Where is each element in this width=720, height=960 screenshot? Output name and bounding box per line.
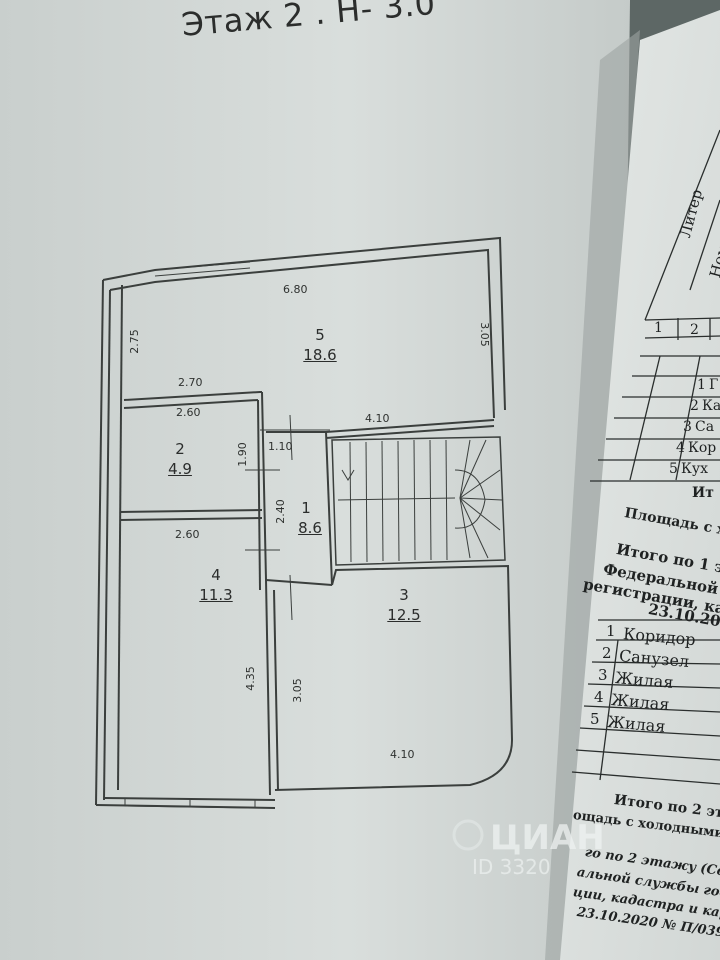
watermark-brand: ЦИАН [490, 818, 605, 858]
dim-r4-height: 4.35 [243, 666, 257, 691]
t2-row-4-num: 4 [594, 688, 604, 706]
t1-row-1-num: 1 [697, 377, 706, 393]
header-col-2: 2 [690, 322, 699, 338]
t1-row-3-num: 3 [683, 419, 692, 435]
t1-row-2-num: 2 [690, 398, 699, 414]
t2-row-2-num: 2 [602, 644, 612, 662]
dim-r5-bottom-left: 2.70 [178, 376, 203, 389]
dim-r2-height: 1.90 [235, 442, 249, 467]
t2-row-1-num: 1 [606, 622, 616, 640]
t1-row-3-text: Са [695, 419, 715, 435]
room-2-number: 2 [175, 440, 185, 458]
room-3-number: 3 [399, 586, 409, 604]
staircase [337, 439, 503, 563]
t2-row-3-num: 3 [598, 666, 608, 684]
watermark-id: ID 3320 [472, 855, 551, 879]
header-col-1: 1 [654, 320, 663, 336]
room-1-area: 8.6 [298, 519, 322, 537]
room-5-area: 18.6 [303, 346, 337, 364]
watermark [452, 819, 484, 851]
dim-top-width: 6.80 [283, 283, 308, 296]
dim-r5-bottom-right: 4.10 [365, 412, 390, 425]
room-1-number: 1 [301, 499, 311, 517]
main-page [0, 0, 630, 960]
right-sheet [560, 10, 720, 960]
dim-right-height-r5: 3.05 [477, 322, 491, 347]
room-3-area: 12.5 [387, 606, 421, 624]
dim-r1-width: 1.10 [268, 440, 293, 453]
t2-row-5-num: 5 [590, 710, 600, 728]
room-4-area: 11.3 [199, 586, 233, 604]
dim-r4-width: 2.60 [175, 528, 200, 541]
t1-row-5-num: 5 [669, 461, 678, 477]
dim-r3-height: 3.05 [290, 678, 304, 703]
floor-plan [95, 236, 514, 809]
t1-row-4-text: Кор [688, 440, 717, 456]
right-sheet-tables [571, 129, 720, 785]
t1-footer: Ит [692, 485, 714, 501]
room-5-number: 5 [315, 326, 325, 344]
dim-left-height-r5: 2.75 [127, 329, 141, 354]
room-4-number: 4 [211, 566, 221, 584]
t1-row-4-num: 4 [676, 440, 685, 456]
dim-r2-width: 2.60 [176, 406, 201, 419]
dim-r3-width: 4.10 [390, 748, 415, 761]
t1-row-2-text: Ка [702, 398, 720, 414]
t1-row-5-text: Кух [681, 461, 708, 477]
room-2-area: 4.9 [168, 460, 192, 478]
t1-row-1-text: Г [709, 377, 719, 393]
